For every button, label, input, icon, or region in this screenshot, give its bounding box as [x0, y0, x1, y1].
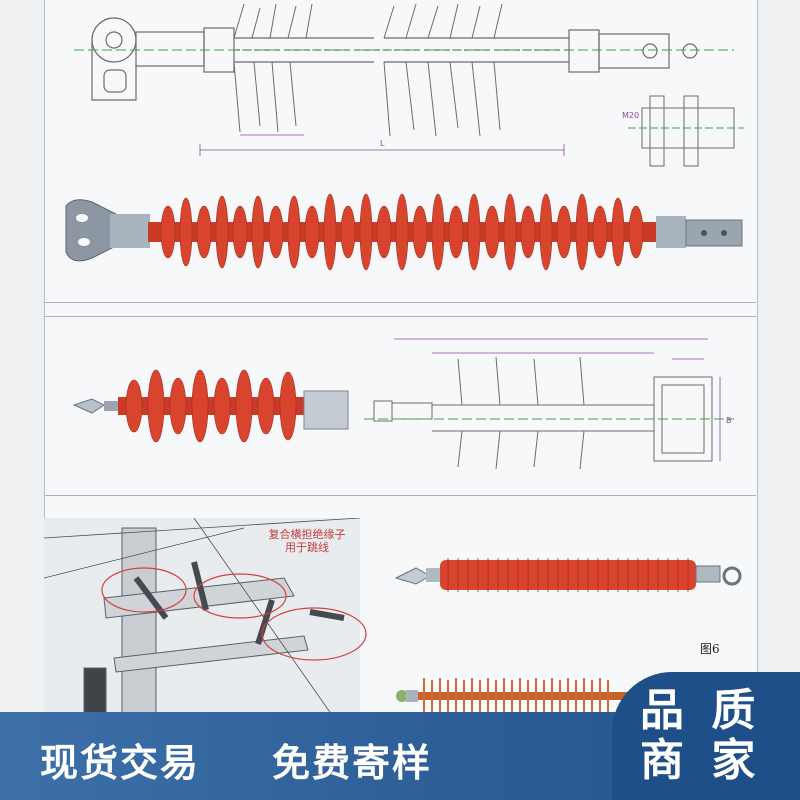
short-insulator-outline [373, 356, 713, 470]
long-insulator-drawing: L M20 [65, 3, 744, 271]
slogan-spot-trading: 现货交易 [40, 741, 201, 785]
dimension-lines [199, 134, 565, 156]
panel-field-photo [44, 518, 756, 719]
quality-badge-text: 品 质 商 家 [640, 686, 770, 786]
jumper-insulator-1 [394, 558, 742, 592]
technical-drawing-top [91, 17, 698, 101]
long-insulator-photo [65, 193, 743, 271]
quality-badge [612, 672, 800, 800]
shed-outlines-top [233, 3, 503, 137]
short-dimension-lines [394, 338, 721, 461]
field-photo [44, 518, 742, 718]
panel-long-insulator: L M20 [44, 0, 756, 303]
highlight-ellipses [101, 567, 367, 661]
short-insulator-drawing: B [72, 338, 734, 470]
badge-line-2: 商 家 [640, 735, 762, 786]
panel-short-insulator: B [44, 316, 756, 496]
jumper-insulator-2 [396, 678, 658, 714]
short-insulator-sheds [125, 369, 297, 443]
width-b-label: B [726, 416, 732, 425]
badge-line-1: 品 质 [640, 685, 762, 736]
bolt-label: M20 [622, 111, 639, 120]
total-length-label: L [380, 139, 385, 148]
short-insulator-photo [72, 369, 349, 443]
figure-label: 图6 [700, 642, 720, 656]
slogan-free-samples: 免费寄样 [272, 741, 433, 785]
jumper-callout: 复合横担绝缘子 用于跳线 [252, 528, 362, 554]
callout-line-1: 复合横担绝缘子 [268, 528, 346, 541]
callout-line-2: 用于跳线 [285, 541, 329, 554]
insulator-sheds [160, 193, 644, 271]
bolt-detail [628, 95, 744, 167]
utility-pole [44, 518, 361, 718]
